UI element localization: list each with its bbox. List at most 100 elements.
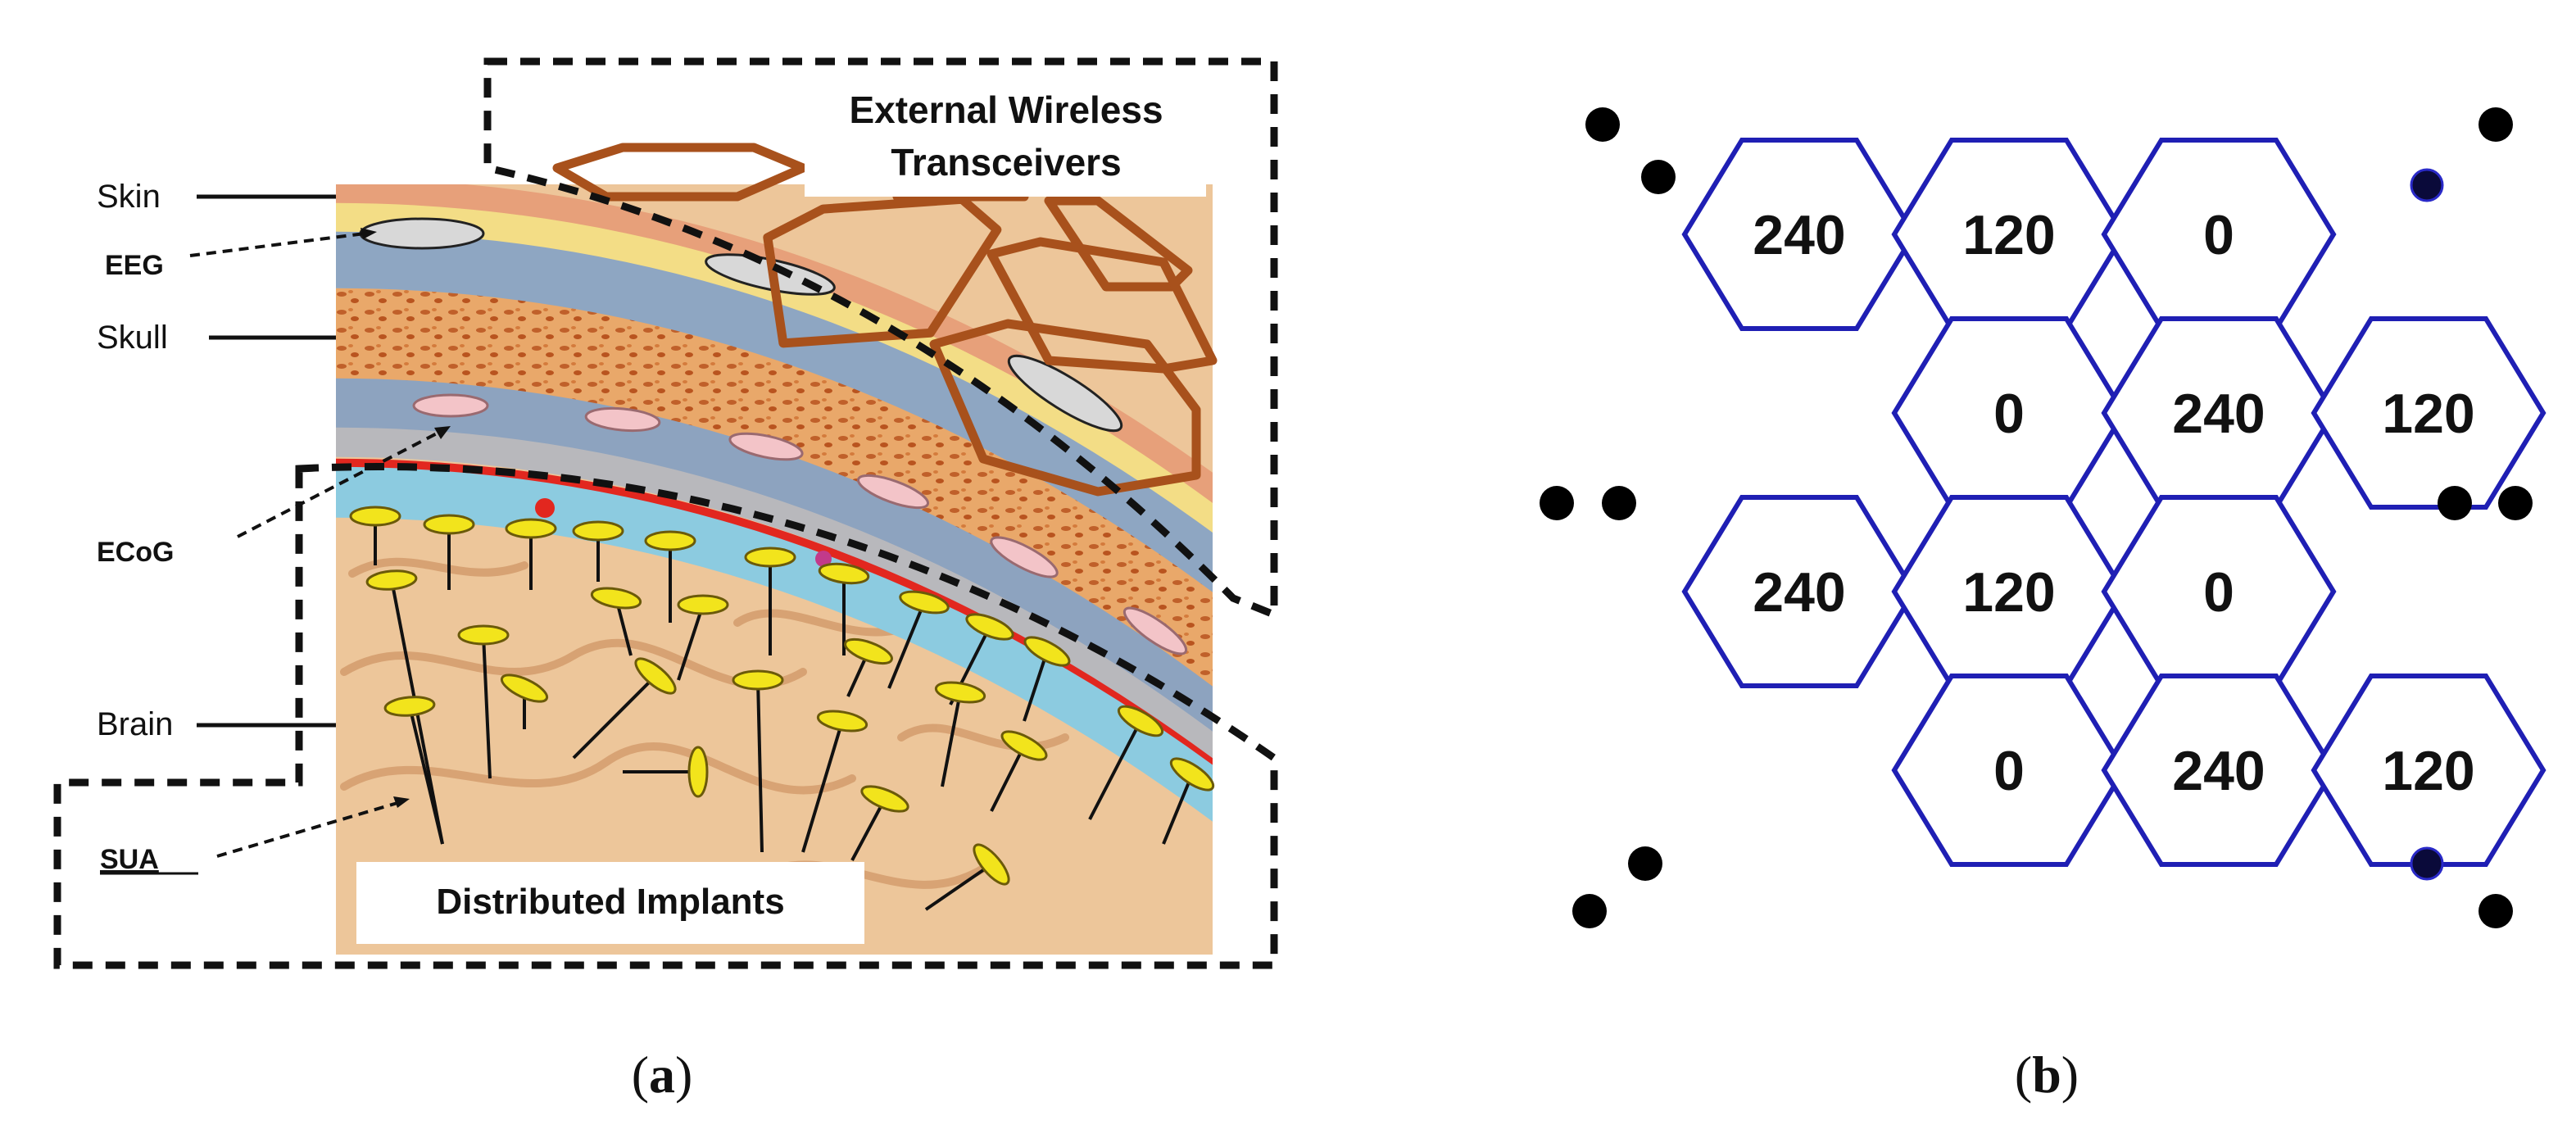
implant-disc: [572, 520, 624, 542]
ecog-arrowhead: [434, 426, 451, 439]
implant-disc: [457, 624, 510, 646]
hex-cell-value: 120: [1962, 204, 2055, 266]
sua-leader: [216, 801, 398, 858]
transceiver-hex: [1044, 196, 1193, 292]
eeg-electrode: [1007, 354, 1123, 433]
skull-bone: [336, 288, 1213, 687]
implant-stem: [482, 634, 492, 779]
implant-stem: [1162, 773, 1194, 845]
external-label-bg: [805, 78, 1206, 197]
ecog-leader: [237, 431, 439, 538]
external-label-line2: Transceivers: [891, 141, 1121, 184]
eeg-arrowhead: [361, 228, 377, 239]
sua-arrowhead: [393, 796, 410, 808]
caption-a: (a): [632, 1046, 693, 1104]
hex-cell: [2311, 674, 2547, 867]
eeg-electrode: [359, 217, 485, 250]
hex-cell-value: 120: [2382, 740, 2474, 802]
implant-disc: [677, 594, 729, 615]
implant-disc: [899, 590, 950, 615]
hex-cell-value: 240: [2172, 383, 2265, 445]
implant-disc: [844, 637, 893, 665]
hex-cell-value: 240: [1753, 204, 1845, 266]
implant-disc: [1000, 730, 1048, 761]
ecog-electrode: [728, 432, 804, 461]
external-label-line1: External Wireless: [849, 88, 1163, 131]
implant-stem: [801, 720, 844, 853]
implant-disc: [934, 681, 986, 704]
caption-b: (b): [2015, 1046, 2079, 1104]
ecog-electrode: [856, 474, 930, 510]
eeg-label: EEG: [105, 250, 164, 281]
hex-cell-value: 0: [2203, 561, 2234, 624]
hex-cell-value: 120: [2382, 383, 2474, 445]
implant-disc: [1169, 757, 1215, 792]
implant-stem: [924, 863, 993, 911]
implant-disc: [500, 674, 549, 703]
corner-dot: [1585, 107, 1620, 142]
corner-dot: [1641, 160, 1676, 194]
implant-disc: [590, 587, 642, 610]
ecog-electrode: [990, 536, 1059, 578]
corner-dot: [2478, 894, 2513, 928]
hex-cell-value: 0: [1993, 740, 2025, 802]
eeg-leader: [189, 232, 365, 257]
hex-cell-value: 0: [1993, 383, 2025, 445]
corner-dot: [2438, 486, 2472, 520]
implant-disc: [423, 514, 475, 535]
implant-disc: [816, 710, 868, 733]
corner-dot: [1602, 486, 1636, 520]
ecog-electrode: [584, 406, 661, 433]
implant-stem: [1088, 720, 1142, 820]
skull-label: Skull: [97, 320, 168, 356]
implant-disc: [349, 506, 401, 527]
hex-cell-value: 0: [2203, 204, 2234, 266]
implant-stem: [1023, 651, 1049, 722]
distributed-label-bg: [356, 862, 864, 944]
implant-disc: [732, 669, 784, 691]
implant-disc: [383, 696, 436, 717]
implant-region-outline: [53, 463, 1278, 969]
hex-cell-value: 120: [1962, 561, 2055, 624]
corner-dot: [1540, 486, 1574, 520]
distributed-label: Distributed Implants: [436, 882, 784, 922]
corner-dot: [1572, 894, 1607, 928]
corner-dots: [1540, 107, 2533, 928]
implant-disc: [1117, 705, 1164, 737]
brain-label: Brain: [97, 706, 173, 742]
implant-stem: [756, 679, 764, 853]
implant-disc: [687, 746, 709, 798]
corner-dot: [2498, 486, 2533, 520]
implant-stem: [408, 705, 444, 845]
vessel-spot: [535, 498, 555, 518]
vessel-spot: [815, 551, 832, 567]
hex-cell-value: 240: [1753, 561, 1845, 624]
implant-disc: [365, 569, 418, 591]
corner-dot: [2410, 168, 2444, 202]
implant-stem: [887, 601, 926, 689]
sua-label: SUA: [100, 844, 159, 875]
ecog-electrode: [412, 393, 489, 418]
transceiver-hex: [763, 194, 1002, 348]
implant-disc: [1023, 636, 1071, 667]
transceiver-hex: [929, 319, 1201, 497]
corner-dot: [2410, 846, 2444, 881]
external-region-outline: [483, 57, 1278, 620]
implant-disc: [634, 657, 677, 695]
transceiver-hex: [552, 143, 808, 202]
implant-disc: [505, 518, 557, 539]
implant-disc: [860, 785, 909, 813]
corner-dot: [1628, 846, 1662, 881]
implant-stem: [572, 674, 657, 760]
implant-stem: [850, 798, 887, 861]
implants: [349, 506, 1215, 911]
implant-stem: [677, 604, 705, 681]
hex-cell: [2311, 316, 2547, 510]
dura-layer: [336, 422, 1213, 759]
ecog-label: ECoG: [97, 537, 174, 568]
transceiver-hex: [986, 237, 1218, 374]
corner-dot: [2478, 107, 2513, 142]
hex-cell-value: 240: [2172, 740, 2265, 802]
implant-stem: [941, 692, 962, 787]
